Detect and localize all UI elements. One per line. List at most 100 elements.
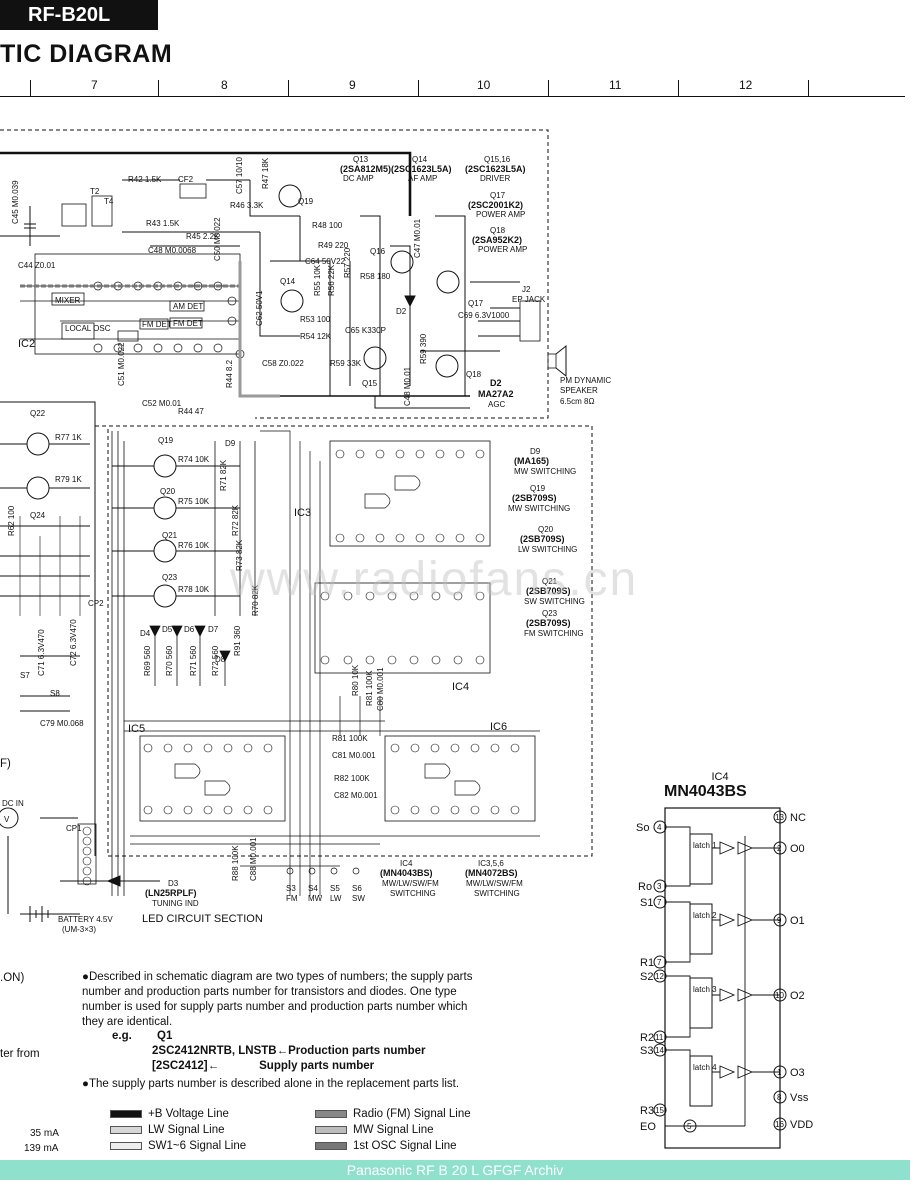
label-c52: C52 M0.01 bbox=[142, 399, 182, 408]
label-q15: Q15 bbox=[362, 379, 378, 388]
label-d8: D8 bbox=[215, 655, 226, 664]
label-c80: C80 M0.001 bbox=[376, 667, 385, 711]
label-r81: R81 100K bbox=[365, 670, 374, 706]
pin-label-r0: Ro bbox=[638, 881, 652, 893]
label-c58: C58 Z0.022 bbox=[262, 359, 304, 368]
label-s5-band: LW bbox=[330, 894, 342, 903]
label-q13-role: DC AMP bbox=[343, 174, 374, 183]
watermark: www.radiofans.cn bbox=[230, 553, 639, 606]
notes-section: ●Described in schematic diagram are two … bbox=[82, 970, 492, 1030]
ruler-number: 9 bbox=[349, 78, 356, 92]
label-q17: Q17 bbox=[490, 191, 506, 200]
pin-label-eo: EO bbox=[640, 1121, 656, 1133]
label-ic356-note-line1: MW/LW/SW/FM bbox=[466, 879, 523, 888]
label-q1516: Q15,16 bbox=[484, 155, 511, 164]
label-r45: R45 2.2K bbox=[186, 232, 220, 241]
label-cf2: CF2 bbox=[178, 175, 194, 184]
label-q18: Q18 bbox=[490, 226, 506, 235]
pin-label-r3: R3 bbox=[640, 1105, 654, 1117]
legend-label: Radio (FM) Signal Line bbox=[353, 1108, 471, 1120]
archive-footer: Panasonic RF B 20 L GFGF Archiv bbox=[0, 1160, 910, 1180]
pin-num-s1: 7 bbox=[657, 898, 662, 907]
label-s4: S4 bbox=[308, 884, 318, 893]
label-q23: Q23 bbox=[542, 609, 558, 618]
label-r91: R91 360 bbox=[233, 625, 242, 656]
label-c51: C51 M0.022 bbox=[117, 342, 126, 386]
label-c57: C57 10/10 bbox=[235, 157, 244, 194]
label-r69: R69 560 bbox=[143, 645, 152, 676]
label-q21: Q21 bbox=[542, 577, 558, 586]
legend-item-b-voltage: +B Voltage Line bbox=[110, 1106, 229, 1122]
label-q20: Q20 bbox=[538, 525, 554, 534]
pin-label-s3: S3 bbox=[640, 1045, 653, 1057]
label-c82: C82 M0.001 bbox=[334, 791, 378, 800]
pin-num-nc: 13 bbox=[775, 813, 784, 822]
label-speaker2: SPEAKER bbox=[560, 386, 598, 395]
example-production-part: 2SC2412NRTB, LNSTB← bbox=[152, 1045, 289, 1057]
label-r46: R46 3.3K bbox=[230, 201, 264, 210]
label-c71: C71 6.3V470 bbox=[37, 629, 46, 676]
label-r82: R82 100K bbox=[334, 774, 370, 783]
legend-swatch bbox=[315, 1125, 347, 1134]
label-latch-2: latch 2 bbox=[693, 911, 717, 920]
pin-label-o2: O2 bbox=[790, 990, 805, 1002]
label-q19-role: MW SWITCHING bbox=[508, 504, 570, 513]
label-latch-1: latch 1 bbox=[693, 841, 717, 850]
label-ic4-note-line1: MW/LW/SW/FM bbox=[382, 879, 439, 888]
label-ic4-note: IC4 bbox=[400, 859, 413, 868]
label-local-osc: LOCAL OSC bbox=[65, 324, 111, 333]
label-s3-band: FM bbox=[286, 894, 298, 903]
pin-num-o1: 9 bbox=[777, 916, 782, 925]
label-q19-led: Q19 bbox=[158, 436, 174, 445]
label-r80: R80 10K bbox=[351, 664, 360, 696]
label-c81: C81 M0.001 bbox=[332, 751, 376, 760]
label-j2: J2 bbox=[522, 285, 531, 294]
label-q23-role: FM SWITCHING bbox=[524, 629, 584, 638]
label-r70: R70 82K bbox=[251, 584, 260, 616]
label-r44: R44 8.2 bbox=[225, 359, 234, 388]
label-r79: R79 1K bbox=[55, 475, 82, 484]
pin-label-vss: Vss bbox=[790, 1092, 809, 1104]
ic4-pinout-labels: latch 1 latch 2 latch 3 latch 4 So 4 Ro … bbox=[636, 812, 813, 1133]
label-r59: R59 33K bbox=[330, 359, 362, 368]
label-t2: T2 bbox=[90, 187, 100, 196]
label-r72: R72 82K bbox=[231, 504, 240, 536]
label-mixer: MIXER bbox=[55, 296, 81, 305]
label-dc-in: DC IN bbox=[2, 799, 24, 808]
label-q21-role: SW SWITCHING bbox=[524, 597, 585, 606]
label-q16: Q16 bbox=[370, 247, 386, 256]
label-q24: Q24 bbox=[30, 511, 46, 520]
pin-num-s2: 12 bbox=[655, 972, 664, 981]
label-r49: R49 220 bbox=[318, 241, 349, 250]
label-ic3: IC3 bbox=[294, 507, 311, 519]
legend-item-fm-signal: Radio (FM) Signal Line bbox=[315, 1106, 471, 1122]
label-c79: C79 M0.068 bbox=[40, 719, 84, 728]
ruler-tick bbox=[808, 80, 809, 96]
label-r78: R78 10K bbox=[178, 585, 210, 594]
example-line-2: [2SC2412]← Supply parts number bbox=[152, 1060, 426, 1075]
label-d2: D2 bbox=[396, 307, 407, 316]
label-q14: Q14 bbox=[412, 155, 428, 164]
label-cp1: CP1 bbox=[66, 824, 82, 833]
example-supply-part: [2SC2412]← bbox=[152, 1060, 220, 1072]
notes-section-2: ●The supply parts number is described al… bbox=[82, 1077, 492, 1092]
legend-swatch bbox=[315, 1141, 347, 1150]
label-q13: Q13 bbox=[353, 155, 369, 164]
label-r56: R56 22K bbox=[327, 264, 336, 296]
label-t4: T4 bbox=[104, 197, 114, 206]
label-r55: R55 10K bbox=[313, 264, 322, 296]
label-s8: S8 bbox=[50, 689, 60, 698]
example-supply-desc: Supply parts number bbox=[259, 1060, 375, 1072]
label-d3-part: (LN25RPLF) bbox=[145, 888, 197, 898]
label-r71: R71 82K bbox=[219, 459, 228, 491]
pin-num-vdd: 16 bbox=[775, 1120, 784, 1129]
label-r76: R76 10K bbox=[178, 541, 210, 550]
label-c72: C72 6.3V470 bbox=[69, 619, 78, 666]
label-q18-role: POWER AMP bbox=[478, 245, 527, 254]
label-d7: D7 bbox=[208, 625, 219, 634]
pin-num-s3: 14 bbox=[655, 1046, 664, 1055]
example-production-desc: Production parts number bbox=[288, 1045, 426, 1057]
label-q17-role: POWER AMP bbox=[476, 210, 525, 219]
label-c44: C44 Z0.01 bbox=[18, 261, 56, 270]
label-speaker: PM DYNAMIC bbox=[560, 376, 611, 385]
